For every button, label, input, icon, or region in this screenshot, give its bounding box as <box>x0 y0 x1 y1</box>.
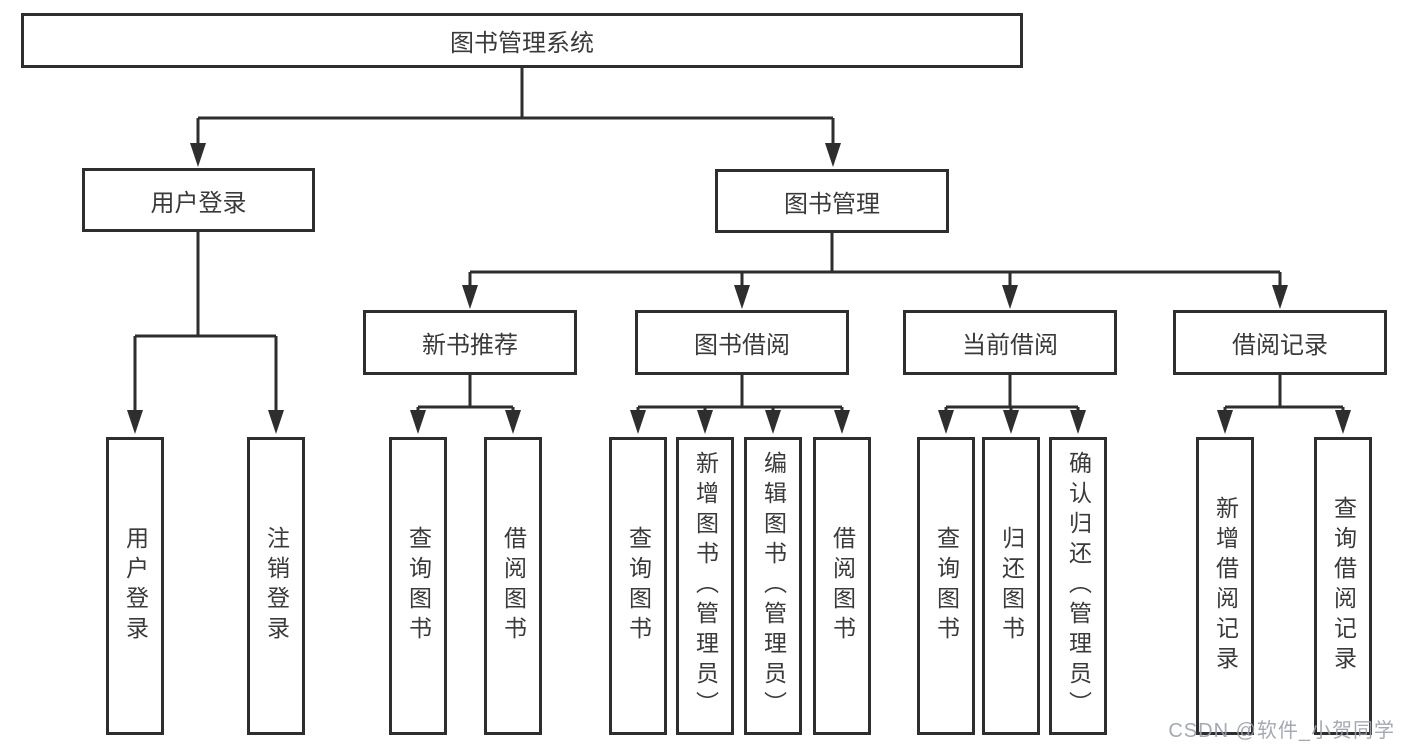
connector-root-to-level2 <box>190 68 841 167</box>
leaf-add-borrow-record: 新增借阅记录 <box>1196 437 1254 735</box>
leaf-borrow-books: 借阅图书 <box>813 437 871 735</box>
leaf-query-books-recommend: 查询图书 <box>389 437 447 735</box>
leaf-query-borrow-record: 查询借阅记录 <box>1314 437 1372 735</box>
connector-book-management-children <box>462 233 1288 309</box>
node-user-login: 用户登录 <box>82 168 315 232</box>
leaf-user-login: 用户登录 <box>106 437 164 735</box>
leaf-return-books: 归还图书 <box>982 437 1040 735</box>
leaf-borrow-books-recommend: 借阅图书 <box>484 437 542 735</box>
leaf-query-books-current: 查询图书 <box>917 437 975 735</box>
connector-new-book-children <box>410 375 521 434</box>
leaf-add-books-admin: 新增图书（管理员） <box>676 437 734 735</box>
node-book-management: 图书管理 <box>715 169 949 233</box>
leaf-edit-books-admin: 编辑图书（管理员） <box>744 437 802 735</box>
connector-borrow-records-children <box>1217 375 1351 434</box>
connector-user-login-children <box>127 232 284 434</box>
leaf-query-books-borrow: 查询图书 <box>609 437 667 735</box>
csdn-watermark: CSDN @软件_小贺同学 <box>1168 720 1395 742</box>
node-borrow-records: 借阅记录 <box>1173 310 1387 375</box>
node-book-borrow: 图书借阅 <box>635 310 849 375</box>
node-book-management-system: 图书管理系统 <box>21 13 1023 68</box>
node-new-book-recommend: 新书推荐 <box>363 310 577 375</box>
connector-book-borrow-children <box>630 375 850 434</box>
node-current-borrow: 当前借阅 <box>903 310 1117 375</box>
connector-current-borrow-children <box>938 375 1086 434</box>
leaf-confirm-return-admin: 确认归还（管理员） <box>1049 437 1107 735</box>
leaf-logout: 注销登录 <box>247 437 305 735</box>
